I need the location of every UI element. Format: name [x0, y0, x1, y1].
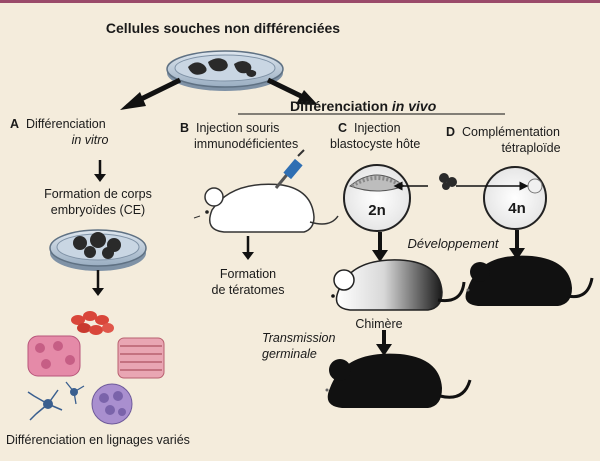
panel-c-label: C Injection [338, 120, 438, 136]
muscle-cells [117, 337, 165, 379]
ploidy-2n: 2n [368, 202, 386, 219]
title-text: Cellules souches non différenciées [105, 20, 341, 36]
transmission-line1: Transmission [262, 331, 336, 345]
top-petri-dish [166, 50, 284, 91]
epithelial-cells [27, 335, 81, 377]
panel-c-line2: blastocyste hôte [330, 137, 421, 151]
in-vivo-header: Différenciation in vivo [290, 98, 510, 114]
page-title: Cellules souches non différenciées [98, 20, 348, 36]
panel-b-label: B Injection souris [180, 120, 320, 136]
ce-label-line1: Formation de corps [44, 187, 152, 201]
cell-cluster-injected [439, 173, 457, 190]
top-rule [0, 0, 600, 3]
panel-c-letter: C [338, 121, 348, 135]
arrow-d-down [509, 230, 525, 260]
chimera-mouse [331, 259, 466, 311]
blastocyst-4n [456, 166, 547, 230]
panel-b-letter: B [180, 121, 190, 135]
panel-d-label: D Complémentation [446, 124, 596, 140]
ce-label-line2: embryoïdes (CE) [50, 203, 146, 217]
teratoma-line1: Formation [219, 267, 277, 281]
arrow-b-to-teratoma [242, 236, 254, 260]
in-vivo-prefix: Différenciation [290, 98, 392, 114]
arrow-c-down [372, 232, 388, 262]
panel-a-bottom: Différenciation en lignages variés [6, 433, 190, 447]
arrow-ce-to-cells [92, 270, 104, 296]
ploidy-4n: 4n [508, 200, 526, 217]
development-label: Développement [407, 236, 499, 251]
panel-d-letter: D [446, 125, 456, 139]
transmission-line2: germinale [262, 347, 317, 361]
black-mouse-tetraploid [465, 255, 594, 306]
neuron-cells [27, 381, 85, 421]
panel-d-line1: Complémentation [461, 125, 560, 139]
white-mouse-injection [193, 149, 339, 233]
panel-a-line1: Différenciation [25, 117, 106, 131]
ce-petri-dish [49, 229, 147, 271]
arrow-a-to-ce [94, 160, 106, 182]
panel-a-line2: in vitro [71, 133, 109, 147]
teratoma-line2: de tératomes [211, 283, 285, 297]
blastocyst-2n [343, 164, 428, 232]
panel-a-label: A Différenciation [10, 116, 150, 132]
panel-b-line2: immunodéficientes [194, 137, 299, 151]
panel-b-line1: Injection souris [195, 121, 280, 135]
in-vivo-italic: in vivo [391, 98, 437, 114]
panel-d-line2: tétraploïde [501, 141, 561, 155]
branch-arrows [120, 77, 318, 110]
panel-c-line1: Injection [353, 121, 401, 135]
black-mouse-offspring [325, 353, 472, 408]
red-blood-cells [71, 311, 114, 335]
arrow-chimera-to-offspring [376, 330, 392, 356]
panel-a-letter: A [10, 117, 20, 131]
stem-cell-cluster [91, 383, 133, 425]
chimera-label: Chimère [355, 317, 403, 331]
